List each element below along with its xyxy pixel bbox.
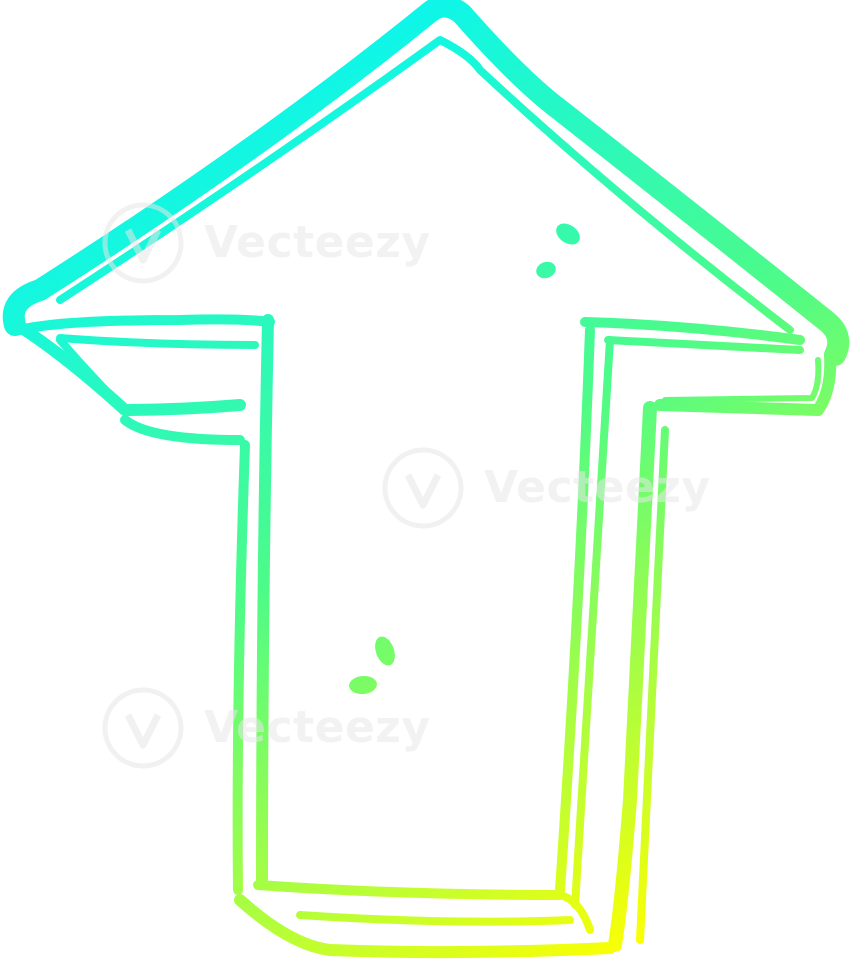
arrow-outline <box>2 0 850 959</box>
sparkle-top-1 <box>556 223 580 245</box>
sparkle-bottom-2 <box>349 675 377 695</box>
sparkle-top-2 <box>536 261 556 279</box>
sparkle-marks <box>349 223 580 695</box>
sparkle-bottom-1 <box>375 636 395 666</box>
arrow-body <box>50 33 800 891</box>
